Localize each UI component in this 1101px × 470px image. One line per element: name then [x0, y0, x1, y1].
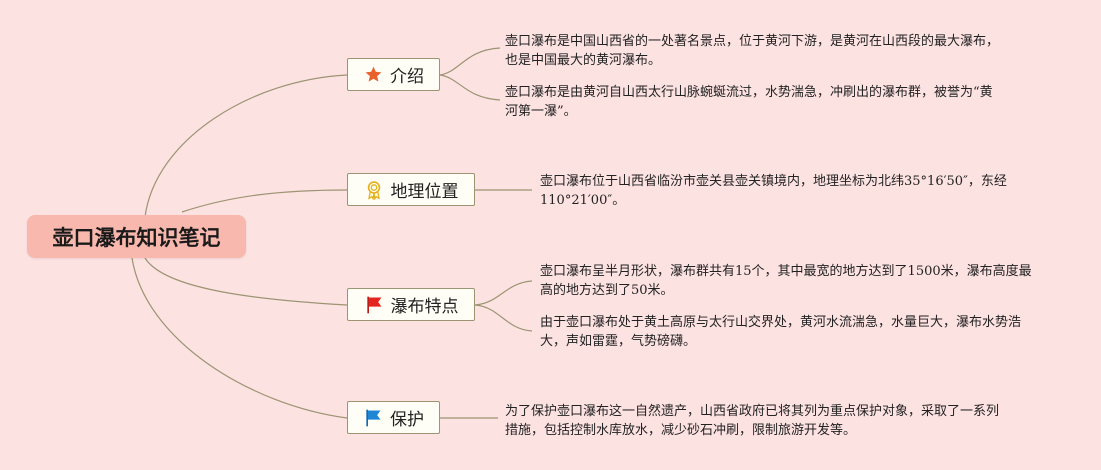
branch-label: 瀑布特点	[390, 297, 459, 317]
link-intro-note1	[439, 47, 501, 76]
branch-location[interactable]: 地理位置	[347, 173, 475, 206]
note-protection-1[interactable]: 为了保护壶口瀑布这一自然遗产，山西省政府已将其列为重点保护对象，采取了一系列措施…	[505, 404, 1000, 438]
link-root-location	[181, 189, 348, 213]
note-features-2[interactable]: 由于壶口瀑布处于黄土高原与太行山交界处，黄河水流湍急，水量巨大，瀑布水势浩大，声…	[540, 315, 1022, 349]
link-features-note1	[474, 280, 533, 306]
red-flag-icon	[364, 295, 384, 315]
branch-label: 地理位置	[390, 182, 459, 202]
root-topic[interactable]: 壶口瀑布知识笔记	[27, 215, 246, 258]
branch-label: 介绍	[390, 67, 424, 87]
star-icon	[363, 65, 383, 85]
link-root-features	[144, 257, 348, 306]
link-features-note2	[474, 304, 533, 332]
note-location-1[interactable]: 壶口瀑布位于山西省临汾市壶关县壶关镇境内，地理坐标为北纬35°16′50″，东经…	[540, 174, 1007, 208]
branch-label: 保护	[390, 410, 424, 430]
branch-protection[interactable]: 保护	[347, 401, 440, 434]
link-root-protection	[131, 257, 348, 419]
branch-intro[interactable]: 介绍	[347, 58, 440, 91]
link-intro-note2	[439, 74, 501, 101]
note-intro-2[interactable]: 壶口瀑布是由黄河自山西太行山脉蜿蜒流过，水势湍急，冲刷出的瀑布群，被誉为“黄河第…	[505, 85, 993, 119]
note-features-1[interactable]: 壶口瀑布呈半月形状，瀑布群共有15个，其中最宽的地方达到了1500米，瀑布高度最…	[540, 264, 1032, 298]
link-root-intro	[144, 74, 348, 218]
branch-features[interactable]: 瀑布特点	[347, 288, 475, 321]
blue-flag-icon	[363, 408, 383, 428]
note-intro-1[interactable]: 壶口瀑布是中国山西省的一处著名景点，位于黄河下游，是黄河在山西段的最大瀑布，也是…	[505, 34, 1000, 68]
award-medal-icon	[364, 180, 384, 200]
